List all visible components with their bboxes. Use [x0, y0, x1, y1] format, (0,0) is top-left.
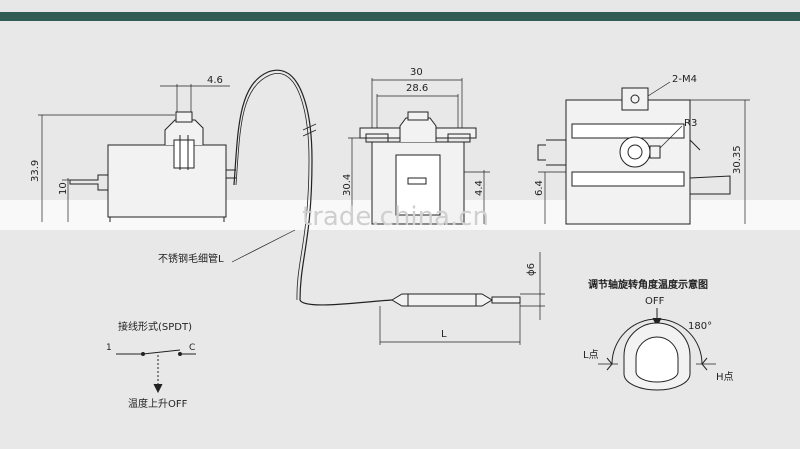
- top-view: [537, 81, 750, 225]
- sensor-probe: [379, 252, 545, 345]
- spdt-symbol: [116, 349, 196, 394]
- dim-30-label: 30: [410, 67, 423, 78]
- rotation-diagram: [598, 308, 716, 391]
- h-point-label: H点: [716, 371, 734, 383]
- l-point-label: L点: [583, 349, 599, 361]
- off-label: OFF: [645, 296, 665, 307]
- temp-rise-label: 温度上升OFF: [128, 397, 188, 410]
- header-stripe: [0, 12, 800, 21]
- dim-r3-label: R3: [684, 118, 697, 129]
- dim-4-4-label: 4.4: [474, 180, 485, 196]
- side-view: [38, 84, 236, 222]
- capillary-label: 不锈钢毛细管L: [158, 252, 224, 265]
- dim-30-4-label: 30.4: [342, 174, 353, 196]
- rotation-title: 调节轴旋转角度温度示意图: [588, 278, 708, 291]
- dim-6-4-label: 6.4: [534, 180, 545, 196]
- dim-phi6-label: ϕ6: [526, 263, 537, 276]
- front-view: [348, 78, 490, 225]
- dim-2-m4-label: 2-M4: [672, 74, 697, 85]
- angle-label: 180°: [688, 321, 712, 332]
- dim-10-label: 10: [58, 182, 69, 195]
- wiring-title: 接线形式(SPDT): [118, 320, 192, 333]
- wiring-terminal-1: 1: [106, 343, 112, 353]
- dim-33-9-label: 33.9: [30, 160, 41, 182]
- dim-4-6-label: 4.6: [207, 75, 223, 86]
- dim-L-label: L: [441, 329, 447, 340]
- watermark-text: trade.china.cn: [302, 202, 489, 232]
- dim-28-6-label: 28.6: [406, 83, 428, 94]
- dim-30-35-label: 30.35: [732, 145, 743, 174]
- wiring-terminal-c: C: [189, 343, 195, 353]
- capillary-tube: [233, 69, 393, 306]
- top-bar: [0, 0, 800, 24]
